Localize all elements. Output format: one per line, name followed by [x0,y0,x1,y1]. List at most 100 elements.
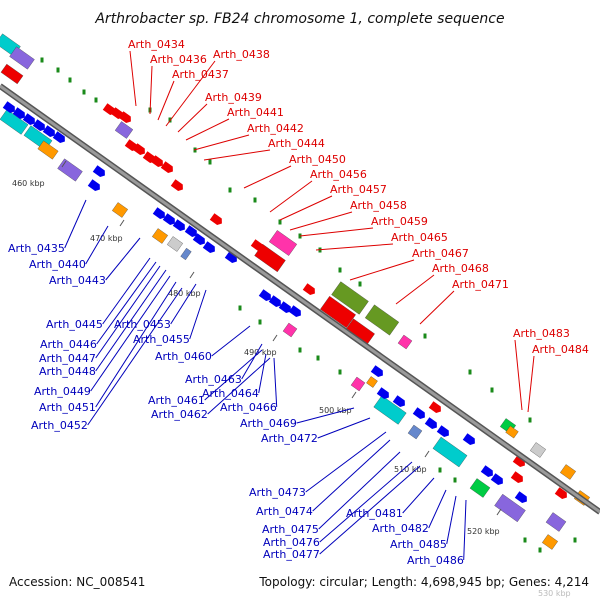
gene-label-arth-0486: Arth_0486 [407,554,464,567]
marker-dash [228,187,232,193]
leader-line [96,261,157,345]
gene-label-arth-0453: Arth_0453 [114,318,171,331]
leader-line [95,281,177,408]
leader-line [428,489,447,529]
leader-line [463,499,467,561]
gene-block [494,493,526,523]
gene-arrow [376,387,389,399]
leader-line [299,227,374,237]
leader-line [243,165,292,189]
gene-label-arth-0444: Arth_0444 [268,137,325,150]
kbp-tick-label: 520 kbp [467,527,500,536]
marker-dash [94,97,98,103]
gene-label-arth-0445: Arth_0445 [46,318,103,331]
gene-block [530,442,546,458]
gene-label-arth-0481: Arth_0481 [346,507,403,520]
gene-arrow [412,407,425,419]
marker-dash [316,355,320,361]
leader-line [95,269,167,372]
leader-line [305,431,387,493]
leader-line [90,275,171,392]
gene-block [114,121,134,139]
gene-block [397,334,413,350]
gene-label-arth-0448: Arth_0448 [39,365,96,378]
gene-arrow [102,103,115,115]
gene-label-arth-0471: Arth_0471 [452,278,509,291]
gene-arrow [510,471,523,483]
gene-arrow [160,161,173,173]
leader-line [315,243,394,251]
leader-line [207,357,271,415]
leader-line [446,495,457,545]
gene-arrow [172,219,185,231]
gene-arrow [202,241,215,253]
accession-text: Accession: NC_008541 [9,575,145,589]
gene-label-arth-0475: Arth_0475 [262,523,319,536]
marker-dash [82,89,86,95]
leader-line [203,149,271,161]
gene-label-arth-0461: Arth_0461 [148,394,205,407]
kbp-tick-label: 470 kbp [90,234,123,243]
faint-tick-label: 530 kbp [538,589,571,598]
gene-label-arth-0447: Arth_0447 [39,352,96,365]
marker-dash [528,417,532,423]
marker-dash [68,77,72,83]
gene-label-arth-0460: Arth_0460 [155,350,212,363]
gene-label-arth-0435: Arth_0435 [8,242,65,255]
gene-label-arth-0449: Arth_0449 [34,385,91,398]
leader-line [185,118,230,141]
marker-dash [298,347,302,353]
gene-arrow [258,289,271,301]
leader-line [419,290,455,325]
leader-line [319,461,413,543]
leader-line [289,211,353,231]
leader-line [177,103,208,133]
gene-label-arth-0467: Arth_0467 [412,247,469,260]
gene-arrow [268,295,281,307]
marker-dash [238,305,242,311]
gene-arrow [152,207,165,219]
gene-label-arth-0452: Arth_0452 [31,419,88,432]
marker-dash [538,547,542,553]
marker-dash [523,537,527,543]
gene-arrow [22,113,35,125]
gene-block [320,296,356,328]
gene-arrow [170,179,183,191]
gene-arrow [52,131,65,143]
gene-block [350,376,366,392]
gene-label-arth-0469: Arth_0469 [240,417,297,430]
leader-line [204,349,263,401]
gene-label-arth-0441: Arth_0441 [227,106,284,119]
gene-arrow [436,425,449,437]
gene-label-arth-0442: Arth_0442 [247,122,304,135]
gene-block [364,304,400,336]
gene-label-arth-0434: Arth_0434 [128,38,185,51]
gene-label-arth-0459: Arth_0459 [371,215,428,228]
gene-label-arth-0437: Arth_0437 [172,68,229,81]
marker-dash [358,281,362,287]
gene-arrow [250,239,263,251]
marker-dash [438,467,442,473]
leader-line [85,225,109,265]
gene-arrow [32,119,45,131]
gene-block [331,281,369,315]
gene-label-arth-0455: Arth_0455 [133,333,190,346]
marker-dash [423,333,427,339]
leader-line [296,407,355,424]
kbp-tick-mark [189,271,195,279]
gene-arrow [224,251,237,263]
gene-block [560,464,576,480]
leader-line [157,80,175,121]
gene-arrow [142,151,155,163]
gene-arrow [302,283,315,295]
genome-summary-text: Topology: circular; Length: 4,698,945 bp… [258,575,589,589]
gene-label-arth-0468: Arth_0468 [432,262,489,275]
gene-block [0,63,24,85]
kbp-tick-label: 460 kbp [12,179,45,188]
gene-label-arth-0477: Arth_0477 [263,548,320,561]
gene-block [37,140,59,160]
leader-line [402,477,435,514]
gene-arrow [150,155,163,167]
leader-line [514,339,523,411]
